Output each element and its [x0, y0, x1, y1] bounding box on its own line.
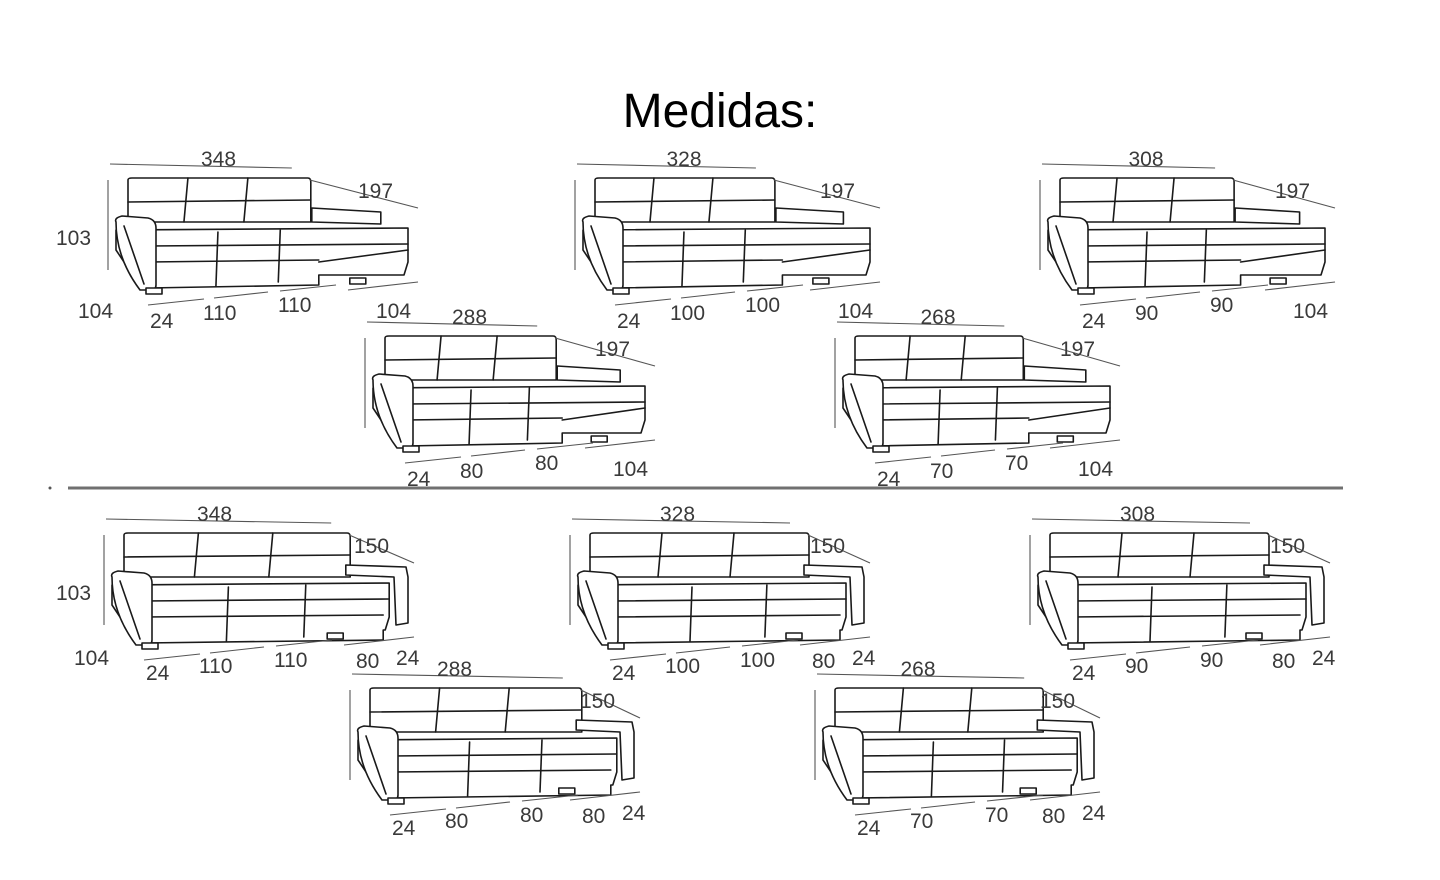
dim-depth: 150 [810, 535, 845, 558]
sofa-diagrams: 348 197 24 110 110 104 104 103 328 197 24 100 100 104… [56, 148, 1336, 840]
page-title: Medidas: [622, 85, 818, 138]
dim-arm-width: 24 [407, 468, 431, 491]
dim-arm-width: 24 [1082, 310, 1106, 333]
dim-end-module: 104 [1078, 458, 1113, 481]
dim-depth: 197 [820, 180, 855, 203]
dim-seat-2: 90 [1200, 649, 1223, 672]
rinconera-model-2: 328 150 24 100 100 80 24 [569, 503, 876, 685]
dim-arm-right: 24 [1082, 802, 1106, 825]
rinconera-model-4: 288 150 24 80 80 80 24 [349, 658, 646, 840]
dim-seat-2: 100 [740, 649, 775, 672]
dim-arm-width: 24 [1072, 662, 1096, 685]
dim-total-width: 328 [660, 503, 695, 526]
dim-depth: 197 [1275, 180, 1310, 203]
dim-total-width: 288 [437, 658, 472, 681]
chaise-longue-model-5: 268 197 24 70 70 104 [834, 306, 1121, 491]
dim-depth: 150 [1040, 690, 1075, 713]
divider-dot [48, 486, 52, 490]
dim-arm-width: 24 [877, 468, 901, 491]
dim-end-module: 104 [613, 458, 648, 481]
dim-seat-1: 110 [199, 655, 232, 678]
chaise-longue-model-4: 288 197 24 80 80 104 [364, 306, 656, 491]
dim-total-width: 348 [201, 148, 236, 171]
chaise-longue-model-3: 308 197 24 90 90 104 [1039, 148, 1336, 333]
dim-seat-2: 70 [1005, 452, 1028, 475]
dim-height: 103 [56, 582, 91, 605]
rinconera-model-3: 308 150 24 90 90 80 24 [1029, 503, 1336, 685]
dim-depth: 150 [1270, 535, 1305, 558]
dim-seat-1: 80 [445, 810, 468, 833]
dim-arm-right: 24 [622, 802, 646, 825]
dim-end-module: 80 [1272, 650, 1295, 673]
dim-seat-2: 80 [535, 452, 558, 475]
dim-side-depth: 104 [78, 300, 113, 323]
rinconera-model-5: 268 150 24 70 70 80 24 [814, 658, 1106, 840]
dim-seat-1: 90 [1125, 655, 1148, 678]
dim-seat-2: 70 [985, 804, 1008, 827]
dim-seat-1: 90 [1135, 302, 1158, 325]
dim-total-width: 288 [452, 306, 487, 329]
dim-arm-width: 24 [150, 310, 174, 333]
dim-depth: 197 [358, 180, 393, 203]
dim-seat-2: 100 [745, 294, 780, 317]
dim-depth: 197 [1060, 338, 1095, 361]
dim-total-width: 268 [901, 658, 936, 681]
dim-end-module: 80 [356, 650, 379, 673]
dim-seat-1: 70 [930, 460, 953, 483]
dim-arm-width: 24 [146, 662, 170, 685]
dim-arm-width: 24 [857, 817, 881, 840]
dim-total-width: 328 [667, 148, 702, 171]
rinconera-model-1: 348 150 24 110 110 80 24 104 103 [56, 503, 420, 685]
dim-total-width: 308 [1129, 148, 1164, 171]
dim-end-module: 104 [1293, 300, 1328, 323]
dim-seat-2: 110 [278, 294, 311, 317]
dim-total-width: 308 [1120, 503, 1155, 526]
dim-end-module: 80 [1042, 805, 1065, 828]
dim-arm-right: 24 [396, 647, 420, 670]
dim-arm-right: 24 [852, 647, 876, 670]
dim-seat-1: 100 [665, 655, 700, 678]
dim-end-module: 104 [376, 300, 411, 323]
dim-seat-1: 110 [203, 302, 236, 325]
dim-height: 103 [56, 227, 91, 250]
dim-seat-1: 100 [670, 302, 705, 325]
dim-arm-right: 24 [1312, 647, 1336, 670]
dim-seat-1: 70 [910, 810, 933, 833]
dim-seat-2: 80 [520, 804, 543, 827]
dim-depth: 150 [354, 535, 389, 558]
dim-end-module: 80 [582, 805, 605, 828]
dim-total-width: 268 [921, 306, 956, 329]
dim-seat-1: 80 [460, 460, 483, 483]
dim-end-module: 80 [812, 650, 835, 673]
dim-depth: 197 [595, 338, 630, 361]
dim-depth: 150 [580, 690, 615, 713]
dim-arm-width: 24 [617, 310, 641, 333]
dim-arm-width: 24 [612, 662, 636, 685]
dim-end-module: 104 [838, 300, 873, 323]
dim-arm-width: 24 [392, 817, 416, 840]
chaise-longue-model-2: 328 197 24 100 100 104 [574, 148, 881, 333]
dim-side-depth: 104 [74, 647, 109, 670]
chaise-longue-model-1: 348 197 24 110 110 104 104 103 [56, 148, 419, 333]
dim-seat-2: 110 [274, 649, 307, 672]
dim-total-width: 348 [197, 503, 232, 526]
dim-seat-2: 90 [1210, 294, 1233, 317]
